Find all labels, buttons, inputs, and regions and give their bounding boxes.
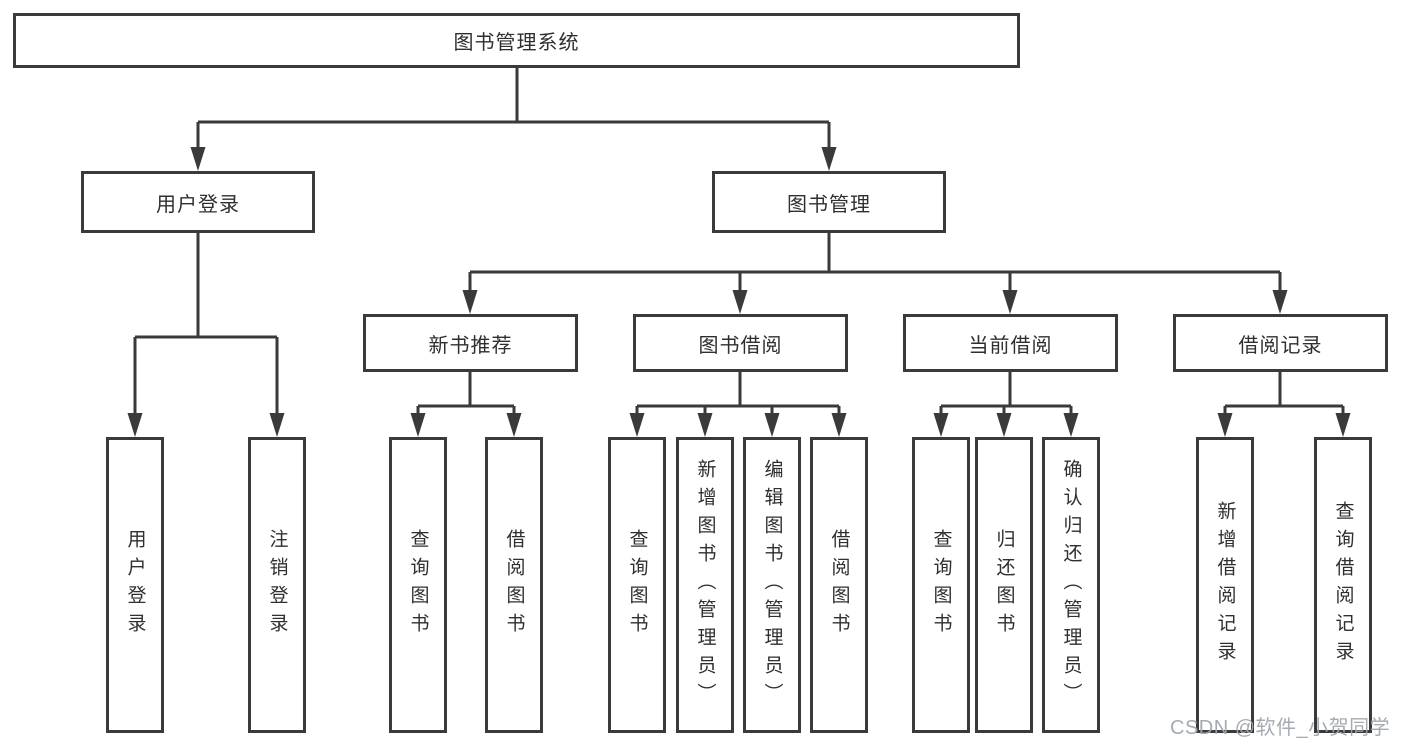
leaf-user-login: 用户登录 xyxy=(106,437,164,733)
leaf-query-borrow-record: 查询借阅记录 xyxy=(1314,437,1372,733)
node-new-book-recommend: 新书推荐 xyxy=(363,314,578,372)
leaf-query-books-recommend: 查询图书 xyxy=(389,437,447,733)
arrow-down-icons xyxy=(127,147,1351,437)
leaf-query-books-borrow: 查询图书 xyxy=(608,437,666,733)
watermark: CSDN @软件_小贺同学 xyxy=(1170,717,1391,739)
node-root: 图书管理系统 xyxy=(13,13,1020,68)
leaf-confirm-return-admin: 确认归还（管理员） xyxy=(1042,437,1100,733)
leaf-add-book-admin: 新增图书（管理员） xyxy=(676,437,734,733)
node-book-borrow: 图书借阅 xyxy=(633,314,848,372)
node-user-login: 用户登录 xyxy=(81,171,315,233)
leaf-add-borrow-record: 新增借阅记录 xyxy=(1196,437,1254,733)
leaf-return-books: 归还图书 xyxy=(975,437,1033,733)
node-current-borrow: 当前借阅 xyxy=(903,314,1118,372)
node-book-management: 图书管理 xyxy=(712,171,946,233)
leaf-borrow-books-recommend: 借阅图书 xyxy=(485,437,543,733)
leaf-logout: 注销登录 xyxy=(248,437,306,733)
tree-edges xyxy=(133,68,1345,416)
node-borrow-records: 借阅记录 xyxy=(1173,314,1388,372)
leaf-query-books-current: 查询图书 xyxy=(912,437,970,733)
leaf-borrow-books-borrow: 借阅图书 xyxy=(810,437,868,733)
leaf-edit-book-admin: 编辑图书（管理员） xyxy=(743,437,801,733)
